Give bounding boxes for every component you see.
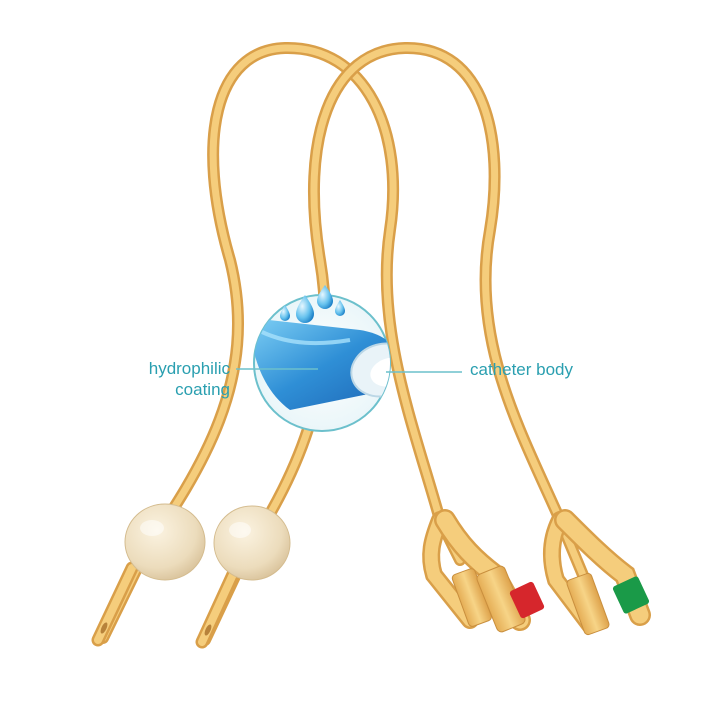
water-droplet-icon <box>280 285 345 323</box>
hydrophilic-coating-label: hydrophilic coating <box>149 358 230 400</box>
catheter-body-label: catheter body <box>470 360 574 379</box>
green-cap-icon <box>612 576 650 614</box>
label-line-2: coating <box>175 380 230 399</box>
funnel-connector-right <box>542 509 651 636</box>
catheter-tip-right <box>195 563 242 649</box>
catheter-tip-left <box>91 561 139 647</box>
red-cap-icon <box>509 581 545 619</box>
funnel-connector-left <box>422 509 545 633</box>
balloon-right <box>213 505 291 581</box>
coating-callout-circle <box>236 285 462 432</box>
catheter-tube-left <box>97 41 466 644</box>
balloon-left <box>124 503 206 581</box>
label-line-1: hydrophilic <box>148 359 230 378</box>
